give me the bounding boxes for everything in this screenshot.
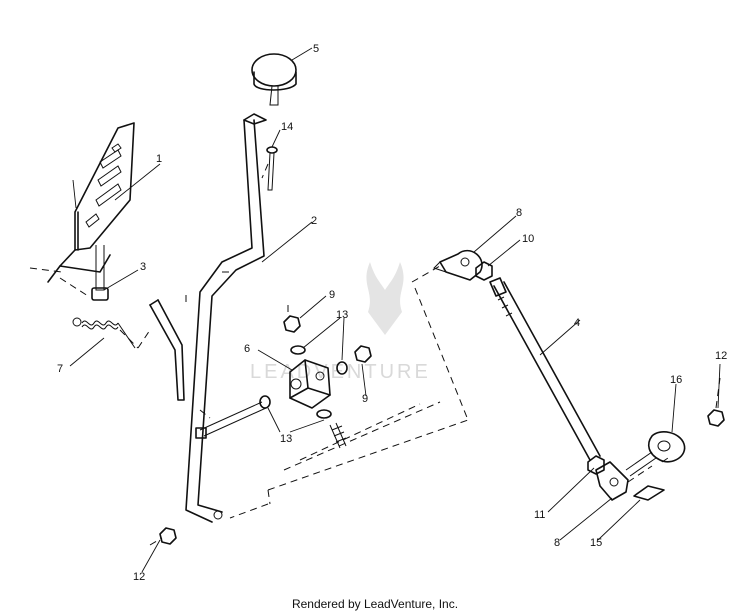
- callout-12-right: 12: [715, 350, 727, 362]
- part-9-nut-upper: [283, 315, 301, 333]
- callout-10: 10: [522, 233, 534, 245]
- part-12-nut-left: [159, 527, 177, 545]
- callout-8-lower: 8: [554, 537, 560, 549]
- watermark-logo-text: LEADVENTURE: [250, 361, 431, 383]
- part-8-ball-joint-upper: [433, 249, 483, 281]
- part-4-shift-rod: [489, 277, 601, 461]
- callout-16: 16: [670, 374, 682, 386]
- callout-4: 4: [574, 317, 580, 329]
- alignment-lines: [29, 163, 721, 546]
- part-11-nut: [587, 455, 605, 475]
- part-10-nut: [475, 261, 493, 281]
- leader-lines: [69, 47, 721, 573]
- part-7-spring: [72, 317, 136, 349]
- part-2-shift-lever: [149, 113, 267, 523]
- part-5-knob: [251, 53, 297, 106]
- callout-15: 15: [590, 537, 602, 549]
- callout-2: 2: [311, 215, 317, 227]
- callout-14: 14: [281, 121, 293, 133]
- part-12-nut-right: [707, 409, 725, 427]
- callout-1: 1: [156, 153, 162, 165]
- part-6-pivot-block: [289, 359, 331, 409]
- callout-6: 6: [244, 343, 250, 355]
- part-1-pedal-bracket: [47, 122, 135, 283]
- part-3-bolt: [91, 245, 109, 301]
- callout-13-lower: 13: [280, 433, 292, 445]
- part-15-clip: [633, 485, 665, 501]
- part-16-pivot-arm: [625, 431, 686, 477]
- callout-7: 7: [57, 363, 63, 375]
- part-8-ball-joint-lower: [595, 461, 629, 501]
- part-13-washers: [195, 345, 348, 449]
- leadventure-watermark: LEADVENTURE: [250, 262, 431, 383]
- callout-labels: 1 2 3 4 5 6 7 8 8 9 9 10 11 12 12 13 13 …: [57, 43, 727, 583]
- callout-11: 11: [534, 509, 545, 521]
- part-14-pin: [266, 146, 278, 191]
- callout-8-upper: 8: [516, 207, 522, 219]
- callout-5: 5: [313, 43, 319, 55]
- callout-9-lower: 9: [362, 393, 368, 405]
- callout-9-upper: 9: [329, 289, 335, 301]
- callout-13-upper: 13: [336, 309, 348, 321]
- footer-credit: Rendered by LeadVenture, Inc.: [291, 597, 459, 611]
- callout-3: 3: [140, 261, 146, 273]
- part-9-nut-lower: [354, 345, 372, 363]
- callout-12-left: 12: [133, 571, 145, 583]
